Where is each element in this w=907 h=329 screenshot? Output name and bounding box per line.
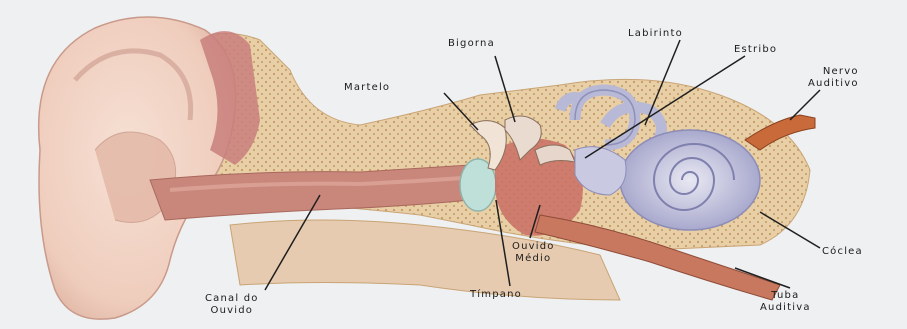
label-tuba-auditiva: Tuba Auditiva [760, 290, 811, 314]
label-ouvido-medio-line1: Ouvido [512, 241, 555, 253]
label-nervo-auditivo: Nervo Auditivo [808, 66, 859, 90]
label-canal-do-ouvido: Canal do Ouvido [205, 293, 259, 317]
label-nervo-auditivo-line1: Nervo [808, 66, 859, 78]
label-martelo: Martelo [344, 82, 390, 94]
label-estribo: Estribo [734, 44, 777, 56]
label-ouvido-medio-line2: Médio [512, 253, 555, 265]
label-bigorna: Bigorna [448, 38, 495, 50]
label-canal-do-ouvido-line2: Ouvido [205, 305, 259, 317]
cochlea [620, 130, 760, 230]
label-coclea: Cóclea [822, 246, 863, 258]
label-labirinto: Labirinto [628, 28, 683, 40]
label-tuba-auditiva-line1: Tuba [760, 290, 811, 302]
label-timpano: Tímpano [470, 289, 522, 301]
label-tuba-auditiva-line2: Auditiva [760, 302, 811, 314]
label-canal-do-ouvido-line1: Canal do [205, 293, 259, 305]
label-nervo-auditivo-line2: Auditivo [808, 78, 859, 90]
label-ouvido-medio: Ouvido Médio [512, 241, 555, 265]
